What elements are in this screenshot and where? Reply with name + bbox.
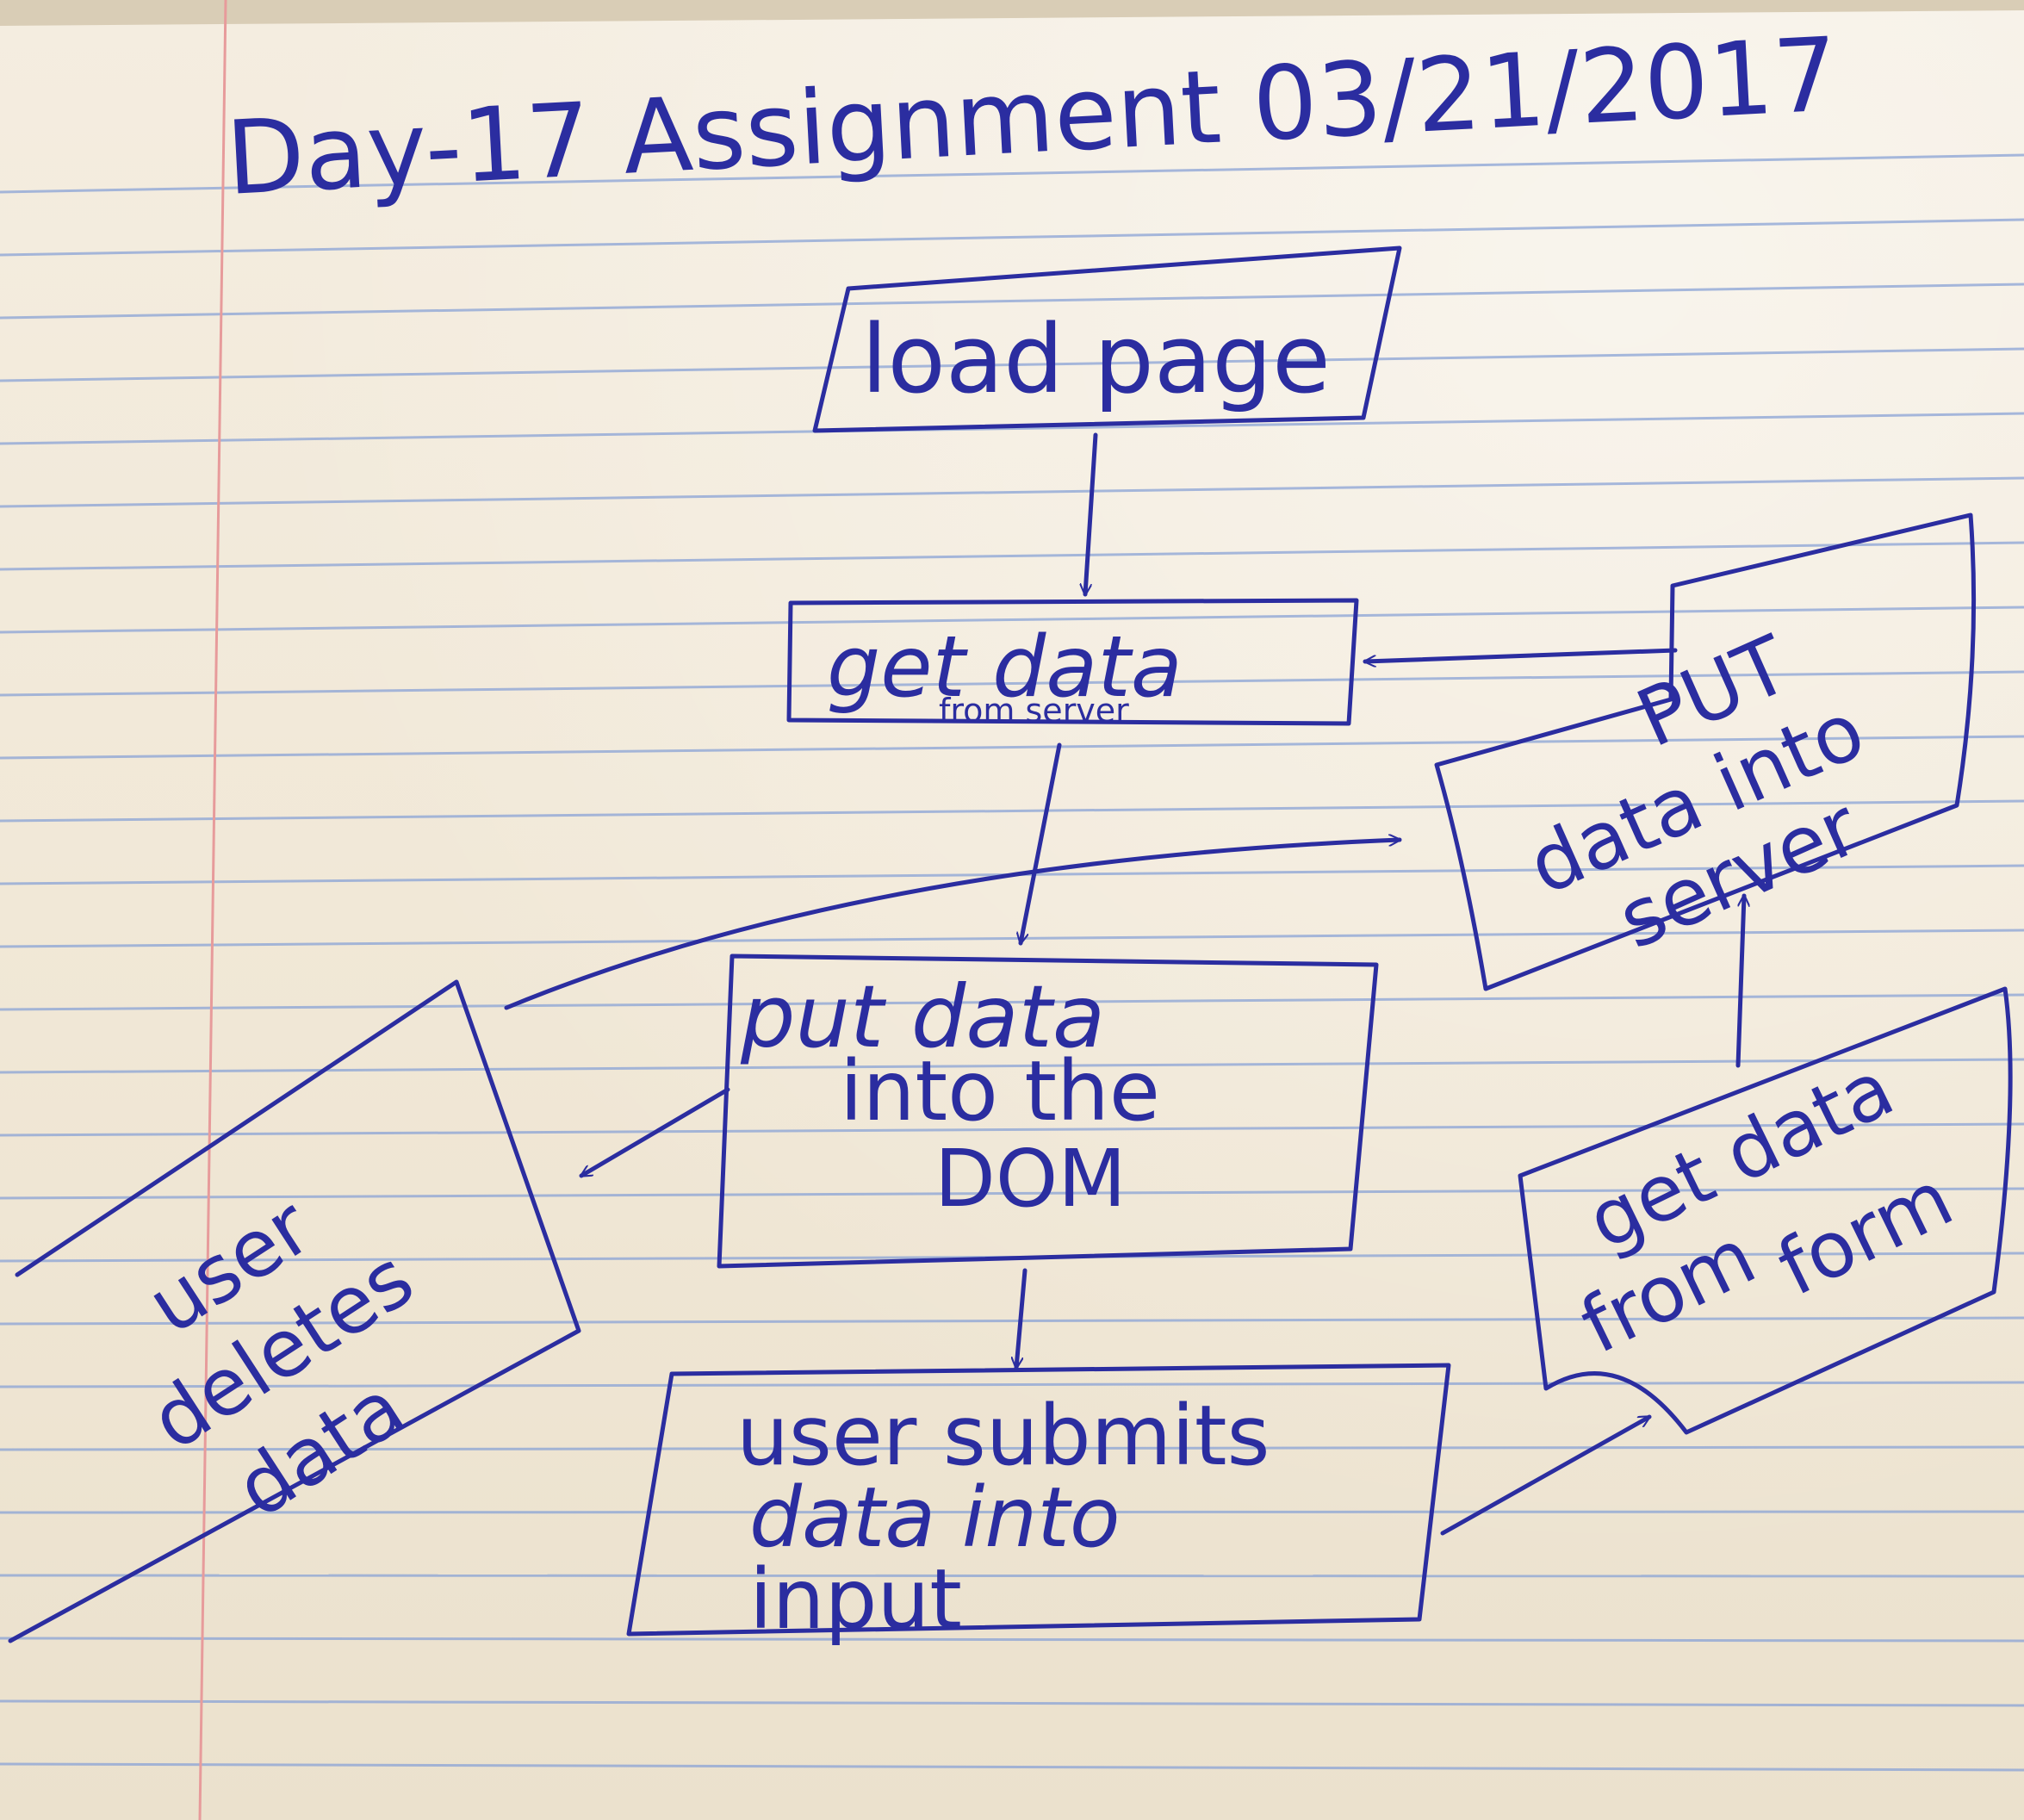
- get-data-server-box: [786, 598, 1359, 726]
- rule-line: [0, 1699, 2024, 1707]
- rule-line: [0, 1445, 2024, 1451]
- node-get-data-form: get data from form: [1518, 986, 2013, 1435]
- rule-line: [0, 153, 2024, 194]
- arrow-deletes-to-putserver: [504, 840, 1402, 1010]
- user-deletes-box: [8, 979, 581, 1643]
- node-get-data-server: get data from server: [786, 598, 1359, 730]
- user-submits-box: [626, 1363, 1451, 1637]
- rule-line: [0, 993, 2024, 1011]
- rule-line: [0, 476, 2024, 508]
- user-submits-line1: user submits: [736, 1388, 1270, 1484]
- rule-line: [0, 929, 2024, 948]
- arrow-dom-to-deletes: [581, 1087, 730, 1178]
- node-load-page: load page: [812, 245, 1402, 433]
- put-data-dom-line3: DOM: [934, 1133, 1127, 1225]
- arrow-getform-to-putserver: [1735, 893, 1744, 1068]
- rule-line: [0, 1122, 2024, 1137]
- rule-line: [0, 1574, 2024, 1578]
- put-data-server-box: [1434, 512, 1977, 991]
- rule-line: [0, 799, 2024, 823]
- rule-line: [0, 606, 2024, 634]
- load-page-box: [812, 245, 1402, 433]
- rule-line: [0, 1637, 2024, 1643]
- get-data-form-box: [1518, 986, 2013, 1435]
- page-top-shadow: [0, 0, 2024, 26]
- get-data-server-label: get data: [827, 618, 1183, 717]
- rule-line: [0, 670, 2024, 697]
- node-user-submits: user submits data into input: [626, 1363, 1451, 1648]
- rule-line: [0, 1187, 2024, 1200]
- get-data-server-sublabel: from server: [939, 692, 1129, 730]
- rule-line: [0, 412, 2024, 445]
- node-put-data-dom: put data into the DOM: [717, 953, 1379, 1269]
- user-submits-line3: input: [749, 1551, 962, 1648]
- rule-line: [0, 541, 2024, 571]
- rule-line: [0, 735, 2024, 760]
- rule-line: [0, 1381, 2024, 1388]
- rule-line: [0, 1510, 2024, 1514]
- rule-line: [0, 347, 2024, 382]
- node-put-data-server: PUT data into server: [1434, 512, 1977, 991]
- arrow-submits-to-getform: [1440, 1414, 1649, 1536]
- rule-line: [0, 1762, 2024, 1772]
- arrow-dom-to-submits: [1016, 1268, 1028, 1370]
- arrow-load-to-getdata: [1085, 432, 1098, 597]
- load-page-label: load page: [861, 304, 1331, 414]
- put-data-dom-line2: into the: [840, 1043, 1160, 1140]
- user-submits-line2: data into: [749, 1469, 1121, 1566]
- flow-arrows: [504, 432, 1744, 1536]
- rule-line: [0, 1316, 2024, 1326]
- margin-line: [198, 0, 227, 1820]
- arrow-putserver-to-getdata: [1363, 648, 1678, 662]
- put-data-dom-line1: put data: [740, 966, 1105, 1067]
- put-data-dom-box: [717, 953, 1379, 1269]
- rule-line: [0, 218, 2024, 257]
- rule-line: [0, 1058, 2024, 1074]
- node-user-deletes: user deletes data: [8, 979, 581, 1643]
- page-title: Day-17 Assignment 03/21/2017: [223, 15, 1841, 218]
- rule-line: [0, 283, 2024, 320]
- arrow-getdata-to-dom: [1021, 742, 1062, 943]
